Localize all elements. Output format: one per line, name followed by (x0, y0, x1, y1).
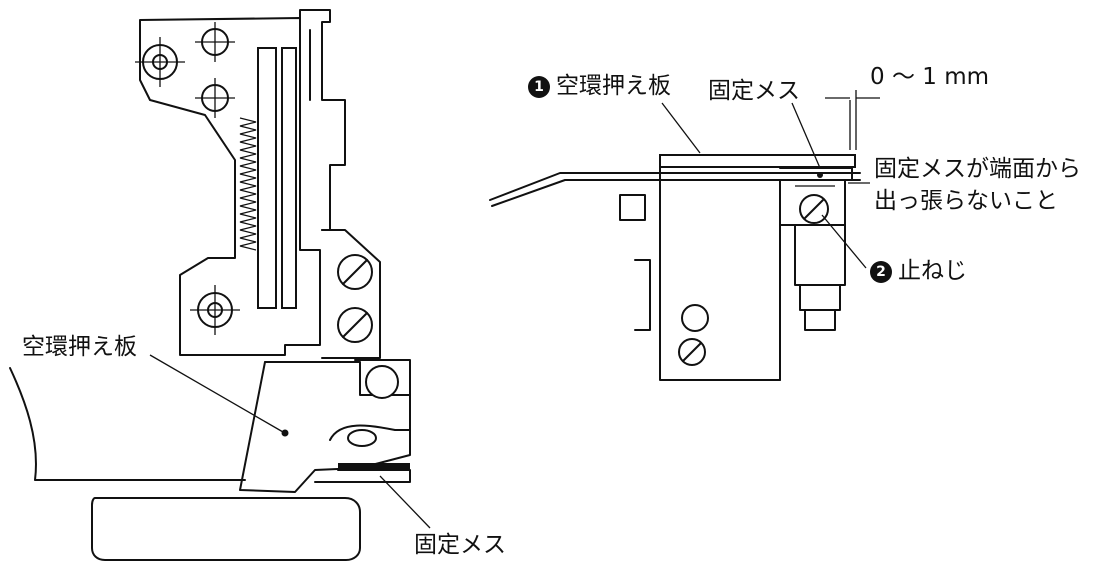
left-looper-plate-label: 空環押え板 (22, 334, 137, 360)
knife-note-line2: 出っ張らないこと (874, 188, 1058, 214)
looper-plate-text: 空環押え板 (556, 73, 671, 99)
number-2-badge: 2 (870, 261, 892, 283)
set-screw-text: 止ねじ (898, 258, 967, 284)
right-fixed-knife-label: 固定メス (708, 78, 800, 104)
set-screw-label: 2 止ねじ (870, 260, 967, 283)
number-1-badge: 1 (528, 76, 550, 98)
right-looper-plate-label: 1 空環押え板 (528, 75, 671, 98)
clearance-dimension-label: 0 ～ 1 mm (870, 64, 990, 90)
left-fixed-knife-label: 固定メス (414, 532, 506, 558)
knife-note-line1: 固定メスが端面から (874, 156, 1081, 182)
